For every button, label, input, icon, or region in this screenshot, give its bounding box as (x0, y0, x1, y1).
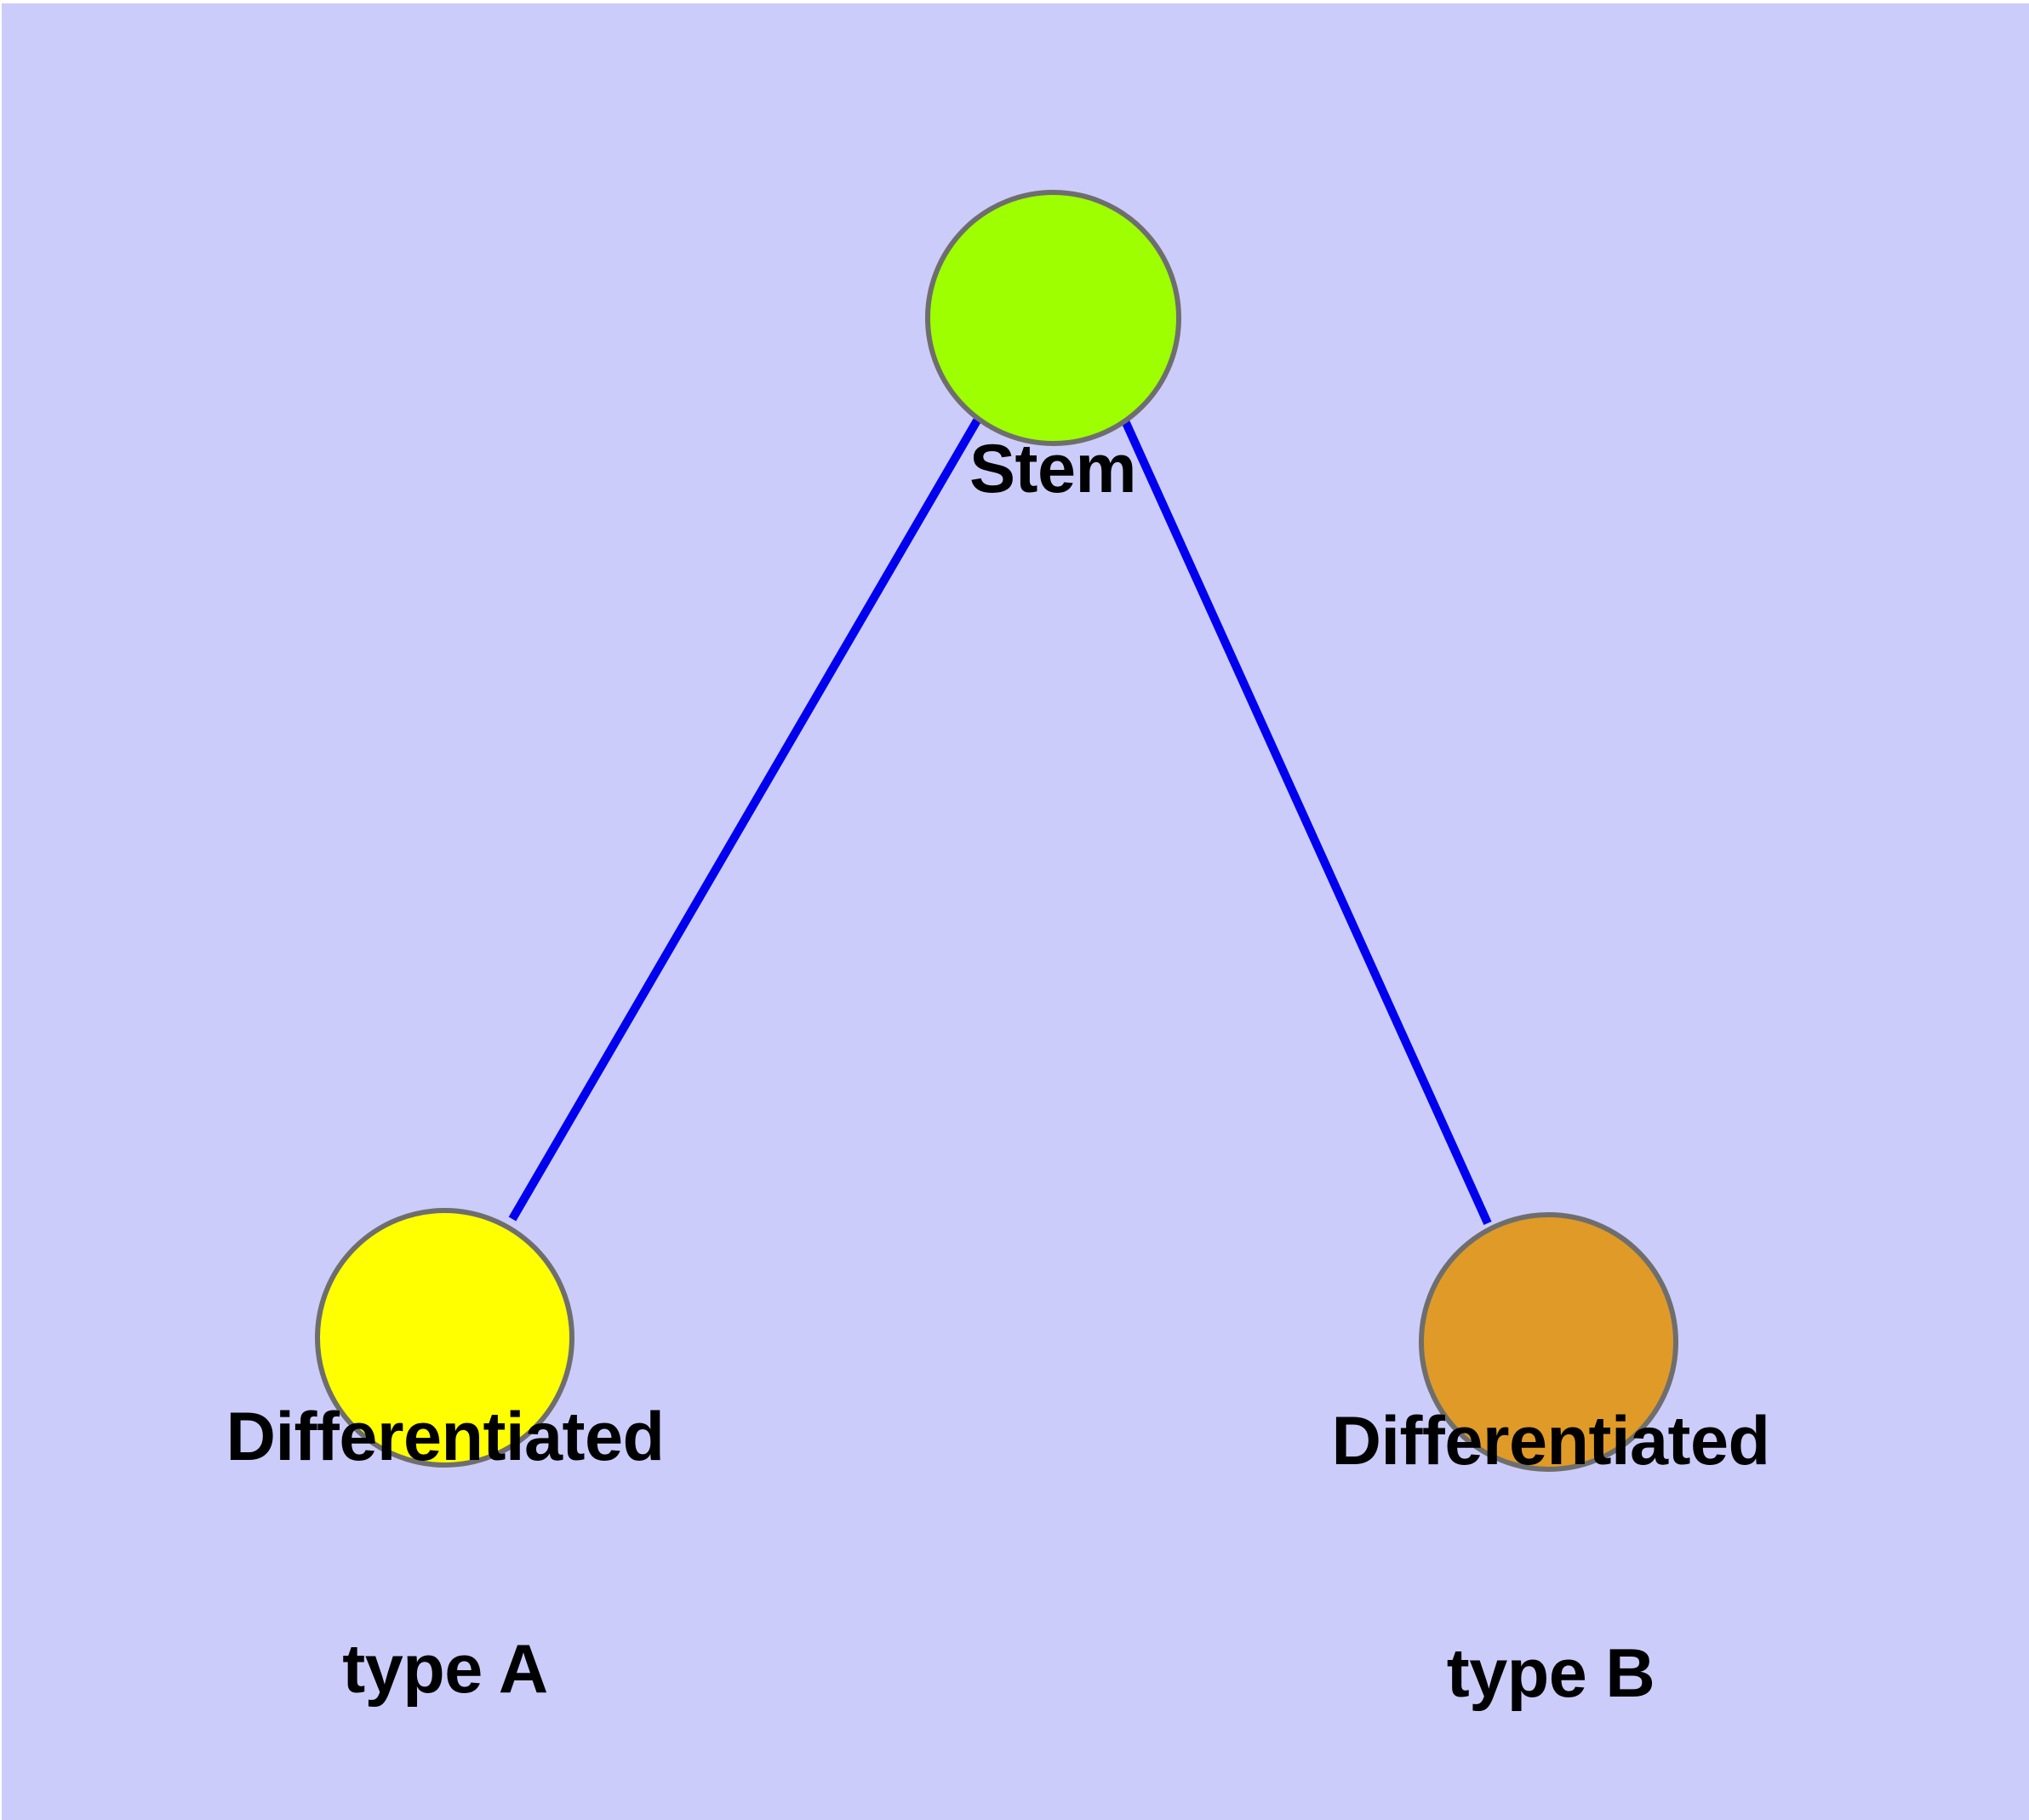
edge-stem-to-type-b (1119, 415, 1492, 1226)
node-differentiated-type-b[interactable] (1419, 1212, 1678, 1472)
edge-stem-to-type-a (508, 418, 981, 1222)
node-stem[interactable] (925, 190, 1181, 446)
node-differentiated-type-a[interactable] (315, 1208, 574, 1468)
